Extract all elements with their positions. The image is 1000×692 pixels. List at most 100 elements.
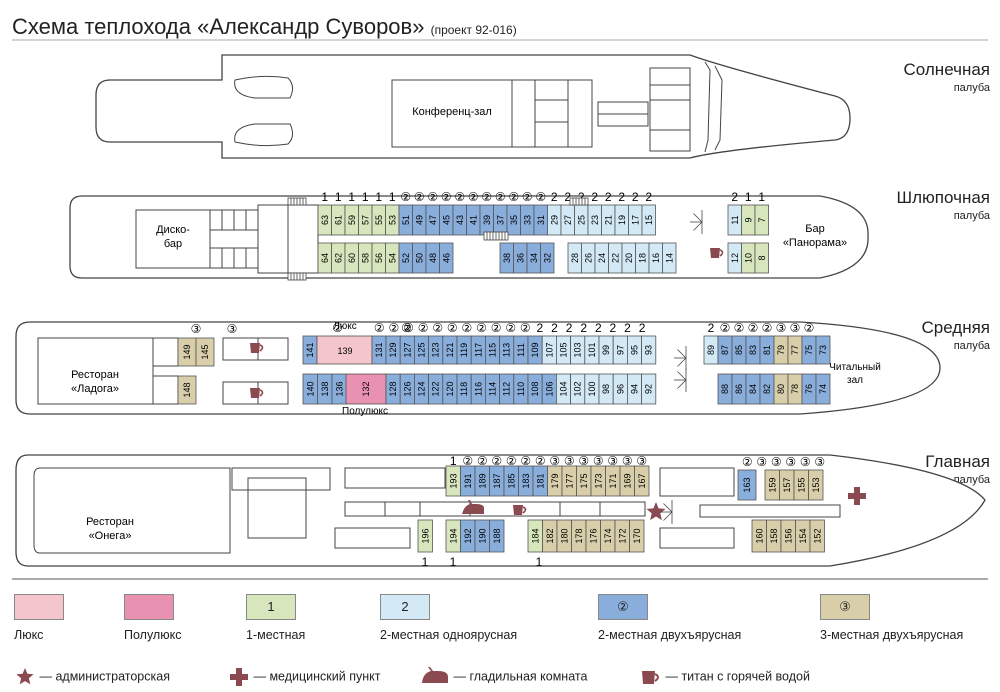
cabin-number: 7 xyxy=(757,217,767,222)
cabin-number: 32 xyxy=(542,253,552,263)
cabin-number: 158 xyxy=(769,528,779,543)
cabin-87: 87 xyxy=(717,335,733,365)
cabin-number: 127 xyxy=(402,342,412,357)
cabin-73: 73 xyxy=(815,335,831,365)
cabin-22: 22 xyxy=(608,242,623,274)
cabin-number: 84 xyxy=(748,384,758,394)
cabin-59: 59 xyxy=(344,204,359,236)
cabin-27: 27 xyxy=(560,204,575,236)
cabin-number: 107 xyxy=(544,342,554,357)
cross-icon xyxy=(230,668,248,686)
cabin-191: 191 xyxy=(460,465,476,497)
cabin-number: 112 xyxy=(502,382,512,396)
capacity-mark: 2 xyxy=(591,190,598,204)
cabin-number: 185 xyxy=(506,473,516,488)
cabin-103: 103 xyxy=(570,335,586,365)
cabin-number: 152 xyxy=(812,528,822,543)
legend-swatch-lux xyxy=(14,594,64,620)
cabin-105: 105 xyxy=(556,335,572,365)
cabin-number: 114 xyxy=(488,382,498,396)
iron-icon xyxy=(462,500,484,514)
capacity-mark: 2 xyxy=(605,190,612,204)
cabin-79: 79 xyxy=(773,335,789,365)
cabin-number: 125 xyxy=(417,342,427,357)
cabin-111: 111 xyxy=(513,335,529,365)
cabin-number: 93 xyxy=(644,345,654,355)
cabin-number: 11 xyxy=(730,215,740,224)
cabin-number: 191 xyxy=(463,473,473,488)
cabin-number: 101 xyxy=(587,342,597,357)
cabin-number: 100 xyxy=(587,381,597,396)
cabin-172: 172 xyxy=(614,519,630,553)
cabin-98: 98 xyxy=(598,373,614,405)
cabin-number: 172 xyxy=(617,528,627,543)
cabin-48: 48 xyxy=(425,242,440,274)
capacity-mark: ② xyxy=(804,321,815,335)
capacity-mark: ② xyxy=(403,321,414,335)
cabin-92: 92 xyxy=(641,373,657,405)
cabin-box xyxy=(641,204,656,236)
cabin-99: 99 xyxy=(598,335,614,365)
capacity-mark: ③ xyxy=(756,455,767,469)
cabin-56: 56 xyxy=(371,242,386,274)
capacity-mark: ② xyxy=(400,190,411,204)
cabin-50: 50 xyxy=(412,242,427,274)
cabin-110: 110 xyxy=(513,373,529,405)
cabin-number: 111 xyxy=(516,343,526,357)
cabin-number: 194 xyxy=(448,528,458,543)
capacity-mark: ② xyxy=(462,321,473,335)
cabin-number: 169 xyxy=(622,473,632,488)
cabin-33: 33 xyxy=(520,204,535,236)
cabin-box xyxy=(540,242,555,274)
cabin-number: 46 xyxy=(441,253,451,263)
cabin-179: 179 xyxy=(547,465,563,497)
cabin-box xyxy=(809,519,825,553)
capacity-mark: ② xyxy=(520,321,531,335)
cabin-number: 63 xyxy=(320,215,330,225)
capacity-mark: 1 xyxy=(758,190,765,204)
cabin-24: 24 xyxy=(594,242,609,274)
room-conference: Конференц-зал xyxy=(412,106,492,118)
deck-sub: палуба xyxy=(953,474,990,486)
cabin-number: 51 xyxy=(401,215,411,225)
cabin-number: 36 xyxy=(515,253,525,263)
capacity-mark: 1 xyxy=(362,190,369,204)
cabin-61: 61 xyxy=(331,204,346,236)
cabin-box xyxy=(808,469,824,501)
cabin-number: 92 xyxy=(644,384,654,394)
cup-icon xyxy=(642,671,659,684)
cabin-number: 174 xyxy=(603,528,613,543)
cabin-number: 23 xyxy=(590,215,600,225)
cabin-129: 129 xyxy=(385,335,401,365)
cabin-number: 82 xyxy=(762,384,772,394)
cabin-93: 93 xyxy=(641,335,657,365)
cabin-number: 10 xyxy=(743,253,753,263)
cabin-32: 32 xyxy=(540,242,555,274)
capacity-mark: ③ xyxy=(578,454,589,468)
cabin-number: 115 xyxy=(488,343,498,357)
cabin-number: 58 xyxy=(360,253,370,263)
cabin-155: 155 xyxy=(793,469,809,501)
cabin-number: 20 xyxy=(624,253,634,263)
capacity-mark: ② xyxy=(491,321,502,335)
cabin-75: 75 xyxy=(801,335,817,365)
cabin-number: 55 xyxy=(374,215,384,225)
deck-sub: палуба xyxy=(953,340,990,352)
legend-label: Люкс xyxy=(14,628,44,642)
capacity-mark: 2 xyxy=(580,321,587,335)
cabin-89: 89 xyxy=(703,335,719,365)
cabin-60: 60 xyxy=(344,242,359,274)
legend-label: 1-местная xyxy=(246,628,306,642)
cabin-7: 7 xyxy=(754,204,769,236)
spiral-stairs-icon xyxy=(690,210,703,234)
cross-icon xyxy=(848,487,866,505)
cabin-17: 17 xyxy=(628,204,643,236)
cabin-number: 89 xyxy=(706,345,716,355)
cabin-number: 184 xyxy=(530,528,540,543)
cup-icon xyxy=(250,343,264,353)
cabin-number: 119 xyxy=(459,343,469,357)
capacity-mark: ② xyxy=(447,321,458,335)
cabin-number: 31 xyxy=(536,215,546,225)
star-icon xyxy=(16,668,34,685)
